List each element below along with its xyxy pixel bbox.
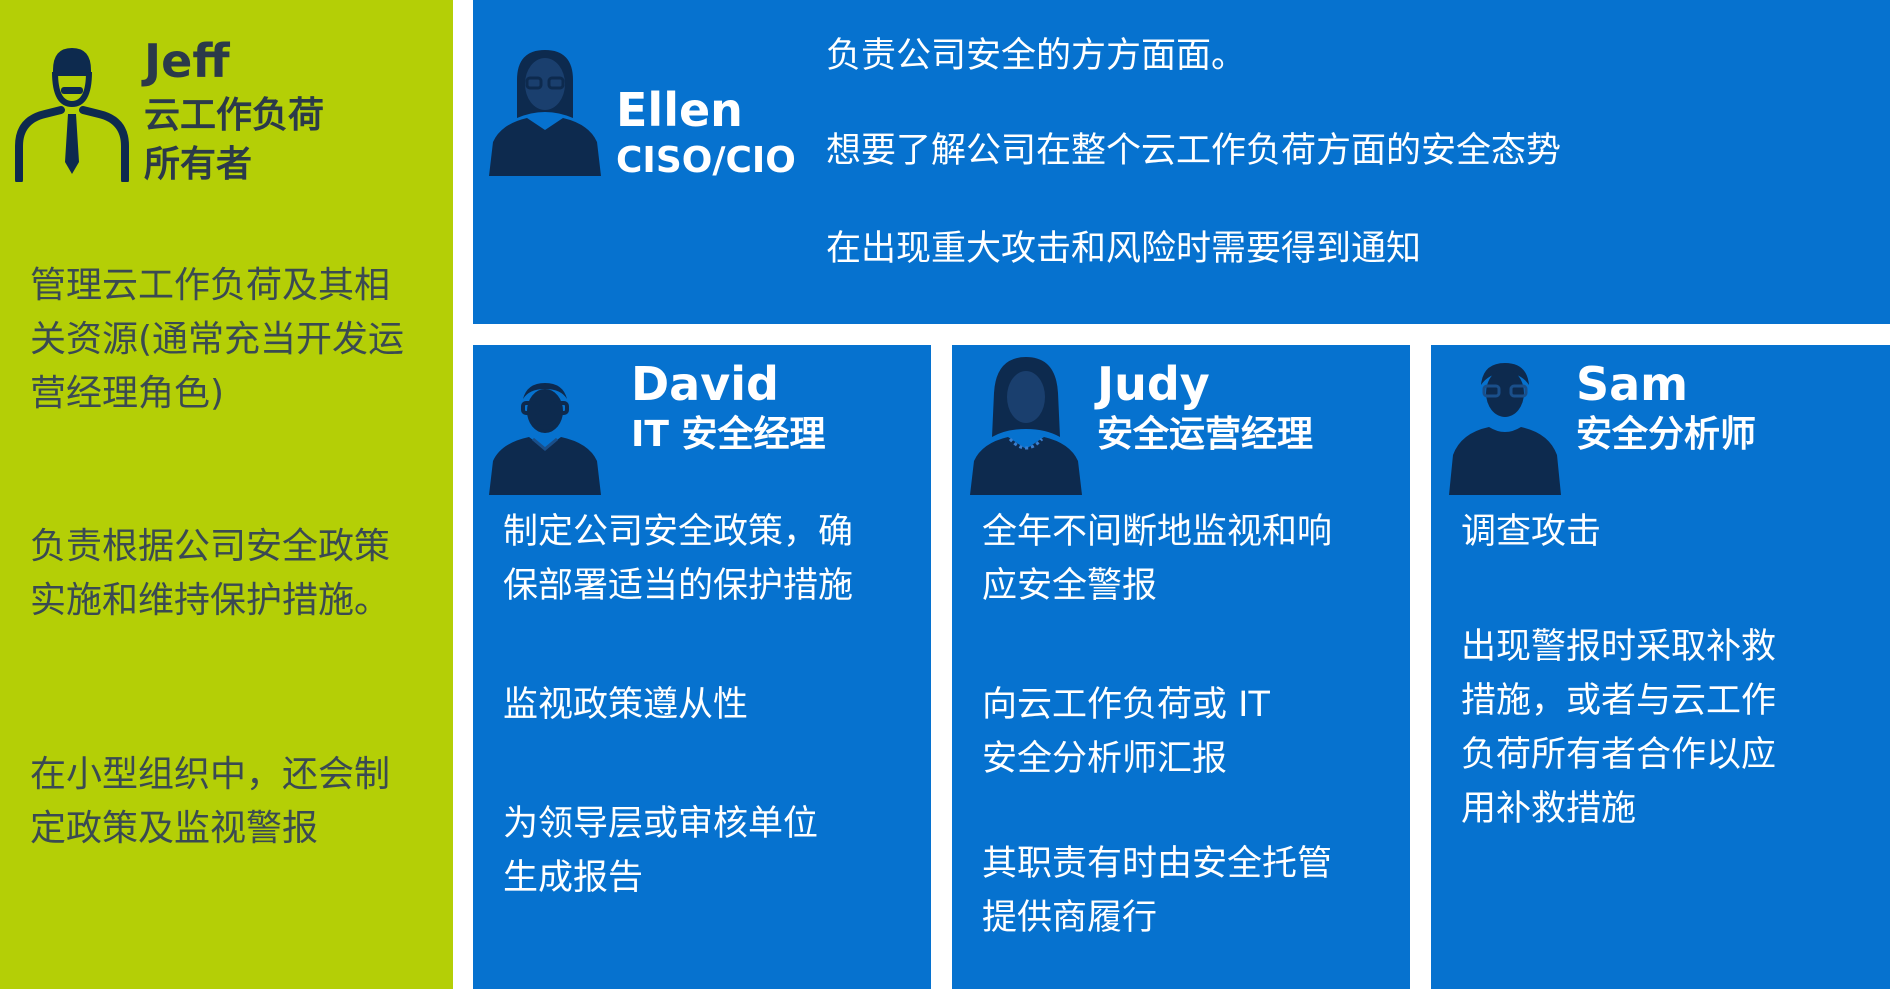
ellen-role: CISO/CIO [616, 140, 796, 181]
jeff-panel: Jeff 云工作负荷 所有者 管理云工作负荷及其相 关资源(通常充当开发运 营经… [0, 0, 453, 989]
jeff-paragraph-3: 在小型组织中，还会制 定政策及监视警报 [30, 754, 391, 849]
david-paragraph-3: 为领导层或审核单位 生成报告 [503, 804, 819, 898]
woman-with-glasses-icon [489, 50, 601, 176]
ellen-name: Ellen [616, 83, 743, 137]
david-paragraph-2: 监视政策遵从性 [503, 685, 749, 725]
david-role: IT 安全经理 [631, 414, 826, 455]
jeff-paragraph-2: 负责根据公司安全政策 实施和维持保护措施。 [30, 526, 391, 621]
ellen-panel: Ellen CISO/CIO 负责公司安全的方方面面。 想要了解公司在整个云工作… [473, 0, 1890, 324]
jeff-name: Jeff [144, 34, 230, 88]
ellen-paragraph-1: 负责公司安全的方方面面。 [826, 36, 1247, 76]
ellen-paragraph-2: 想要了解公司在整个云工作负荷方面的安全态势 [826, 131, 1562, 171]
ellen-paragraph-3: 在出现重大攻击和风险时需要得到通知 [826, 229, 1422, 269]
jeff-paragraph-1: 管理云工作负荷及其相 关资源(通常充当开发运 营经理角色) [30, 265, 405, 414]
sam-role: 安全分析师 [1576, 414, 1757, 455]
man-with-tie-icon [15, 48, 129, 182]
judy-name: Judy [1097, 357, 1210, 411]
sam-name: Sam [1576, 357, 1689, 411]
david-panel: David IT 安全经理 制定公司安全政策，确 保部署适当的保护措施 监视政策… [473, 345, 931, 989]
man-with-glasses-mustache-icon [489, 383, 601, 495]
sam-paragraph-2: 出现警报时采取补救 措施，或者与云工作 负荷所有者合作以应 用补救措施 [1461, 627, 1777, 829]
judy-paragraph-1: 全年不间断地监视和响 应安全警报 [982, 512, 1333, 606]
man-with-glasses-icon [1449, 363, 1561, 495]
jeff-role: 云工作负荷 所有者 [144, 95, 325, 185]
david-paragraph-1: 制定公司安全政策，确 保部署适当的保护措施 [503, 512, 854, 606]
judy-paragraph-2: 向云工作负荷或 IT 安全分析师汇报 [982, 685, 1270, 779]
sam-panel: Sam 安全分析师 调查攻击 出现警报时采取补救 措施，或者与云工作 负荷所有者… [1431, 345, 1890, 989]
david-name: David [631, 357, 779, 411]
judy-panel: Judy 安全运营经理 全年不间断地监视和响 应安全警报 向云工作负荷或 IT … [952, 345, 1410, 989]
judy-paragraph-3: 其职责有时由安全托管 提供商履行 [982, 844, 1333, 938]
judy-role: 安全运营经理 [1097, 414, 1314, 455]
sam-paragraph-1: 调查攻击 [1461, 512, 1602, 552]
woman-with-necklace-icon [970, 357, 1082, 495]
